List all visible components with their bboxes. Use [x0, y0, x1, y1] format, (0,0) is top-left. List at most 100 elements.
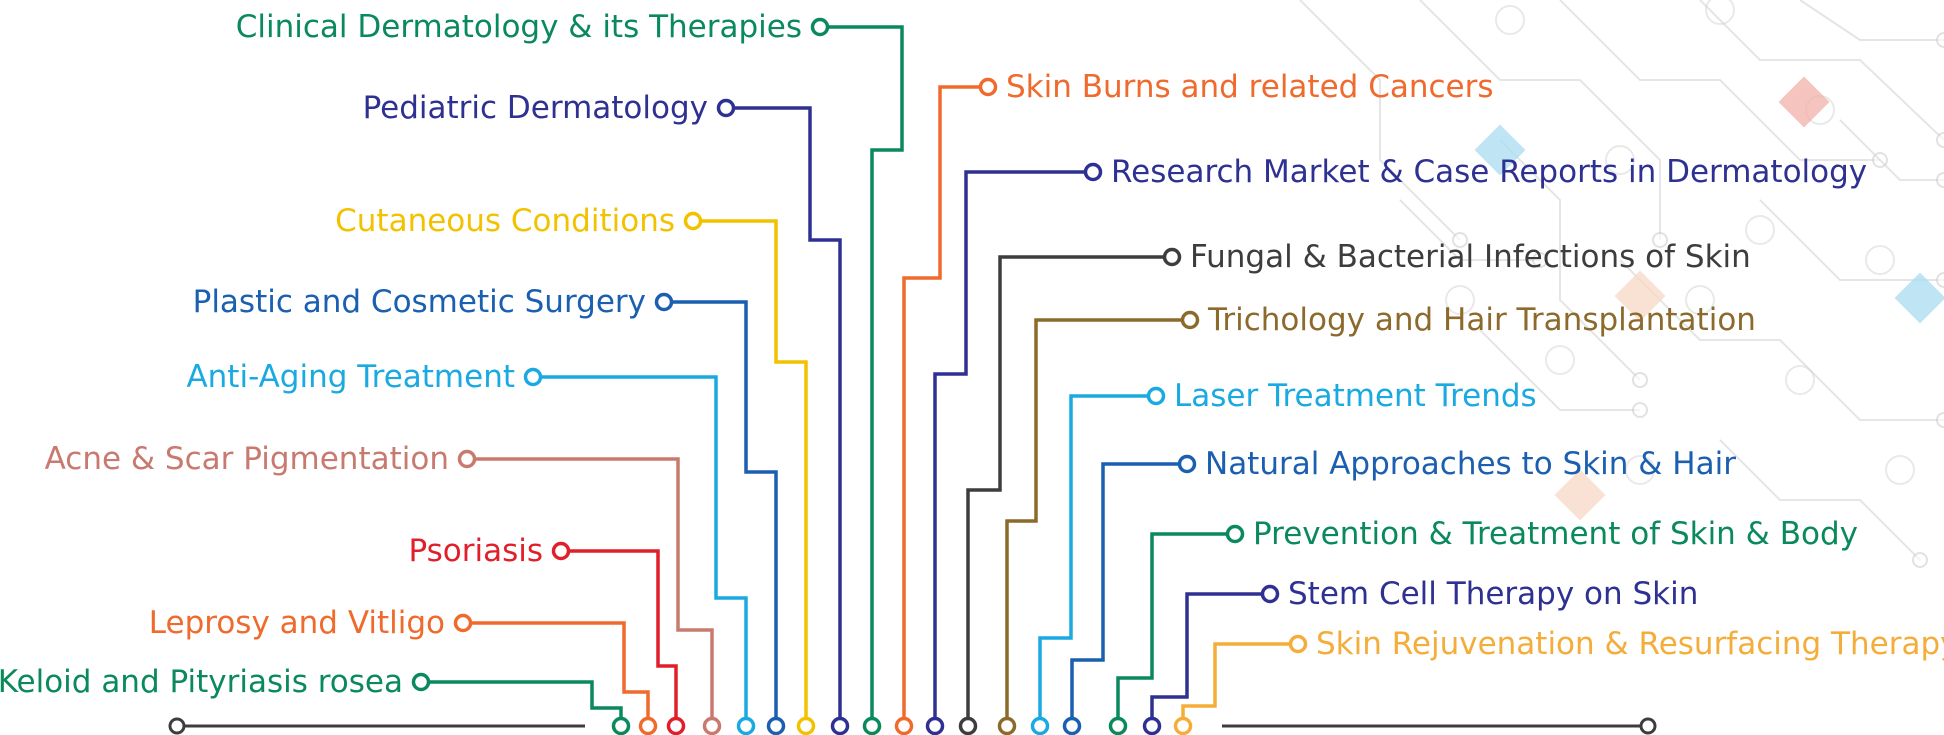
circuit-background-pattern [1299, 0, 1944, 568]
circuit-ring [1445, 285, 1475, 315]
connector-base-node [702, 716, 722, 735]
connector-antiaging [523, 367, 756, 735]
circuit-trace [1619, 259, 1944, 421]
connector-base-node [830, 716, 850, 735]
topic-label-clinical: Clinical Dermatology & its Therapies [236, 9, 802, 45]
connector-label-node [1083, 162, 1103, 182]
connector-line [734, 106, 842, 718]
connector-label-node [978, 77, 998, 97]
circuit-node [1936, 412, 1944, 428]
circuit-node [1452, 232, 1468, 248]
connector-base-node [958, 716, 978, 735]
connector-label-node [551, 541, 571, 561]
topic-labels: Clinical Dermatology & its TherapiesPedi… [0, 9, 1944, 700]
circuit-ring [1545, 345, 1575, 375]
connector-base-node [796, 716, 816, 735]
connector-line [701, 219, 808, 718]
topic-label-antiaging: Anti-Aging Treatment [186, 359, 515, 395]
connector-laser [1030, 386, 1166, 735]
connector-label-node [1180, 310, 1200, 330]
connector-acne [457, 449, 722, 735]
connector-base-node [1030, 716, 1050, 735]
baseline-right-end-node [1639, 717, 1657, 735]
topic-label-pediatric: Pediatric Dermatology [363, 90, 708, 126]
connector-line [828, 25, 904, 718]
connector-line [1038, 394, 1148, 718]
circuit-ring [1705, 0, 1735, 25]
connector-label-node [1260, 584, 1280, 604]
connector-line [429, 680, 623, 718]
circuit-ring [1785, 365, 1815, 395]
decorative-diamond [1554, 469, 1606, 521]
connector-line [541, 375, 748, 718]
connector-line [1116, 532, 1227, 718]
topic-label-cutaneous: Cutaneous Conditions [335, 203, 675, 239]
topic-label-keloid: Keloid and Pityriasis rosea [0, 664, 403, 700]
connector-label-node [683, 211, 703, 231]
connector-base-node [894, 716, 914, 735]
connector-label-node [1146, 386, 1166, 406]
decorative-diamond [1474, 124, 1526, 176]
connector-prevention [1108, 524, 1245, 735]
decorative-diamond [1614, 270, 1666, 322]
topic-label-laser: Laser Treatment Trends [1174, 378, 1537, 414]
connector-line [672, 300, 778, 718]
connector-line [902, 85, 980, 718]
connector-line [475, 457, 714, 718]
connector-stemcell [1142, 584, 1280, 735]
connector-line [966, 255, 1164, 718]
connector-base-node [862, 716, 882, 735]
connector-base-node [1108, 716, 1128, 735]
topic-connectors [411, 17, 1308, 735]
circuit-node [1936, 172, 1944, 188]
circuit-trace [1759, 199, 1944, 281]
connector-rejuvenation [1173, 634, 1308, 735]
circuit-node [1936, 272, 1944, 288]
connector-base-node [997, 716, 1017, 735]
connector-label-node [1162, 247, 1182, 267]
connector-label-node [411, 672, 431, 692]
topic-label-rejuvenation: Skin Rejuvenation & Resurfacing Therapy [1316, 626, 1944, 662]
connector-research [925, 162, 1103, 735]
circuit-ring [1495, 5, 1525, 35]
circuit-trace [1499, 139, 1641, 381]
circuit-trace [1419, 0, 1661, 240]
topic-label-leprosy: Leprosy and Vitligo [149, 605, 445, 641]
connector-line [471, 621, 650, 718]
connector-burns [894, 77, 998, 735]
circuit-trace [1839, 119, 1944, 181]
circuit-trace [1559, 0, 1880, 161]
connector-fungal [958, 247, 1182, 735]
connector-label-node [453, 613, 473, 633]
connector-line [1070, 462, 1179, 718]
connector-leprosy [453, 613, 658, 735]
connector-base-node [736, 716, 756, 735]
connector-cutaneous [683, 211, 816, 735]
circuit-trace [1699, 0, 1944, 141]
connector-label-node [457, 449, 477, 469]
circuit-node [1936, 132, 1944, 148]
circuit-ring [1685, 285, 1715, 315]
circuit-node [1532, 252, 1548, 268]
connector-plastic [654, 292, 786, 735]
topic-label-research: Research Market & Case Reports in Dermat… [1111, 154, 1867, 190]
connector-label-node [523, 367, 543, 387]
circuit-node [1652, 232, 1668, 248]
connector-natural [1062, 454, 1197, 735]
connector-clinical [810, 17, 904, 735]
circuit-ring [1865, 245, 1895, 275]
topic-label-psoriasis: Psoriasis [408, 533, 543, 569]
topic-label-plastic: Plastic and Cosmetic Surgery [193, 284, 646, 320]
connector-line [933, 170, 1085, 718]
circuit-trace [1479, 329, 1640, 411]
circuit-ring [1745, 215, 1775, 245]
baseline [168, 717, 1657, 735]
topic-label-natural: Natural Approaches to Skin & Hair [1205, 446, 1736, 482]
topic-label-acne: Acne & Scar Pigmentation [45, 441, 449, 477]
circuit-ring [1625, 455, 1655, 485]
connector-psoriasis [551, 541, 686, 735]
baseline-left-end-node [168, 717, 186, 735]
connector-base-node [1062, 716, 1082, 735]
connector-trichology [997, 310, 1200, 735]
